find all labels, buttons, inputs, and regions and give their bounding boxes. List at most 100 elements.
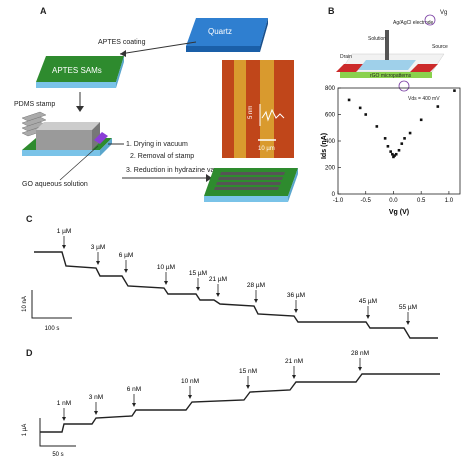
injection-arrowhead	[188, 395, 192, 399]
injection-label: 10 µM	[157, 264, 175, 271]
step-3: 3. Reduction in hydrazine vapor	[126, 167, 225, 174]
step-2: 2. Removal of stamp	[130, 153, 194, 160]
sams-slab	[36, 56, 124, 82]
data-point	[383, 137, 387, 140]
injection-label: 21 µM	[209, 276, 227, 283]
y-tick-label: 200	[325, 166, 336, 172]
injection-label: 28 nM	[351, 350, 369, 357]
data-point	[393, 154, 396, 157]
data-point	[394, 152, 398, 156]
injection-label: 55 µM	[399, 304, 417, 311]
data-point	[400, 142, 404, 145]
y-tick-label: 800	[325, 86, 336, 92]
injection-arrowhead	[96, 261, 100, 265]
x-tick-label: 0.0	[389, 198, 398, 204]
panel-label-c: C	[26, 214, 33, 224]
data-point	[419, 118, 423, 122]
data-point	[408, 131, 412, 135]
injection-label: 6 nM	[127, 386, 141, 393]
data-point	[397, 148, 401, 152]
x-tick-label: -1.0	[333, 198, 344, 204]
x-tick-label: -0.5	[361, 198, 372, 204]
scale-x-d: 50 s	[52, 452, 63, 458]
rgo-label: rGO micropatterns	[370, 73, 412, 79]
injection-arrowhead	[132, 403, 136, 407]
aptes-sams-label: APTES SAMs	[52, 66, 102, 75]
scale-y-c: 10 nA	[22, 296, 28, 312]
vds-label: Vds = 400 mV	[408, 96, 440, 102]
injection-arrowhead	[164, 281, 168, 285]
injection-arrowhead	[62, 245, 66, 249]
injection-arrowhead	[216, 293, 220, 297]
source-label: Source	[432, 44, 448, 50]
data-point	[392, 155, 395, 159]
injection-label: 1 nM	[57, 400, 71, 407]
go-solution-drop	[94, 132, 108, 144]
injection-arrowhead	[254, 299, 258, 303]
pdms-stamp-label: PDMS stamp	[14, 101, 55, 108]
trace-c-line	[34, 251, 438, 339]
data-point	[389, 150, 392, 153]
scalebar-d	[39, 418, 76, 447]
afm-scale-label: 10 µm	[258, 146, 275, 152]
injection-arrowhead	[246, 385, 250, 389]
ids-meter	[398, 80, 410, 92]
panel-label-d: D	[26, 348, 33, 358]
x-tick-label: 0.5	[417, 198, 426, 204]
injection-arrowhead	[294, 309, 298, 313]
data-point	[364, 113, 368, 116]
injection-arrowhead	[358, 367, 362, 371]
quartz-label: Quartz	[208, 27, 232, 36]
scale-y-d: 1 µA	[22, 424, 28, 436]
y-tick-label: 0	[332, 192, 336, 198]
aptes-coating-label: APTES coating	[98, 39, 146, 46]
injection-label: 15 µM	[189, 270, 207, 277]
data-point	[453, 89, 456, 92]
injection-label: 21 nM	[285, 358, 303, 365]
injection-label: 45 µM	[359, 298, 377, 305]
data-point	[403, 137, 406, 140]
trace-d-line	[40, 373, 440, 433]
y-tick-label: 400	[325, 139, 336, 145]
injection-arrowhead	[62, 417, 66, 421]
data-point	[386, 145, 390, 148]
data-point	[347, 98, 351, 102]
injection-arrowhead	[124, 269, 128, 273]
y-tick-label: 600	[325, 113, 336, 119]
injection-label: 36 µM	[287, 292, 305, 299]
injection-arrowhead	[406, 321, 410, 325]
data-point	[391, 152, 394, 156]
scalebar-c	[31, 290, 72, 319]
panel-b-device: Ag/AgCl electrode Vg Solution Drain Sour…	[336, 10, 448, 92]
injection-label: 3 nM	[89, 394, 103, 401]
quartz-slab	[186, 18, 268, 46]
injection-label: 1 µM	[57, 228, 72, 235]
vg-meter	[424, 14, 436, 26]
drain-label: Drain	[340, 54, 352, 60]
data-point	[375, 125, 379, 128]
x-tick-label: 1.0	[445, 198, 454, 204]
panel-label-a: A	[40, 6, 47, 16]
y-axis-title: Ids (nA)	[321, 133, 328, 159]
scale-x-c: 100 s	[45, 326, 60, 332]
data-point	[358, 106, 362, 110]
go-solution-label: GO aqueous solution	[22, 181, 88, 188]
injection-arrowhead	[292, 375, 296, 379]
data-point	[436, 105, 440, 108]
injection-label: 6 µM	[119, 252, 134, 259]
injection-arrowhead	[366, 315, 370, 319]
injection-label: 3 µM	[91, 244, 106, 251]
injection-arrowhead	[94, 411, 98, 415]
injection-label: 28 µM	[247, 282, 265, 289]
panel-a-schematic: Quartz APTES coating APTES SAMs PDMS sta…	[14, 18, 298, 202]
solution-label: Solution	[368, 36, 386, 42]
afm-height-label: 5 nm	[248, 106, 254, 119]
vg-label: Vg	[440, 10, 447, 16]
x-axis-title: Vg (V)	[389, 209, 409, 216]
injection-label: 10 nM	[181, 378, 199, 385]
injection-label: 15 nM	[239, 368, 257, 375]
patterned-substrate	[204, 168, 298, 202]
step-1: 1. Drying in vacuum	[126, 141, 188, 148]
